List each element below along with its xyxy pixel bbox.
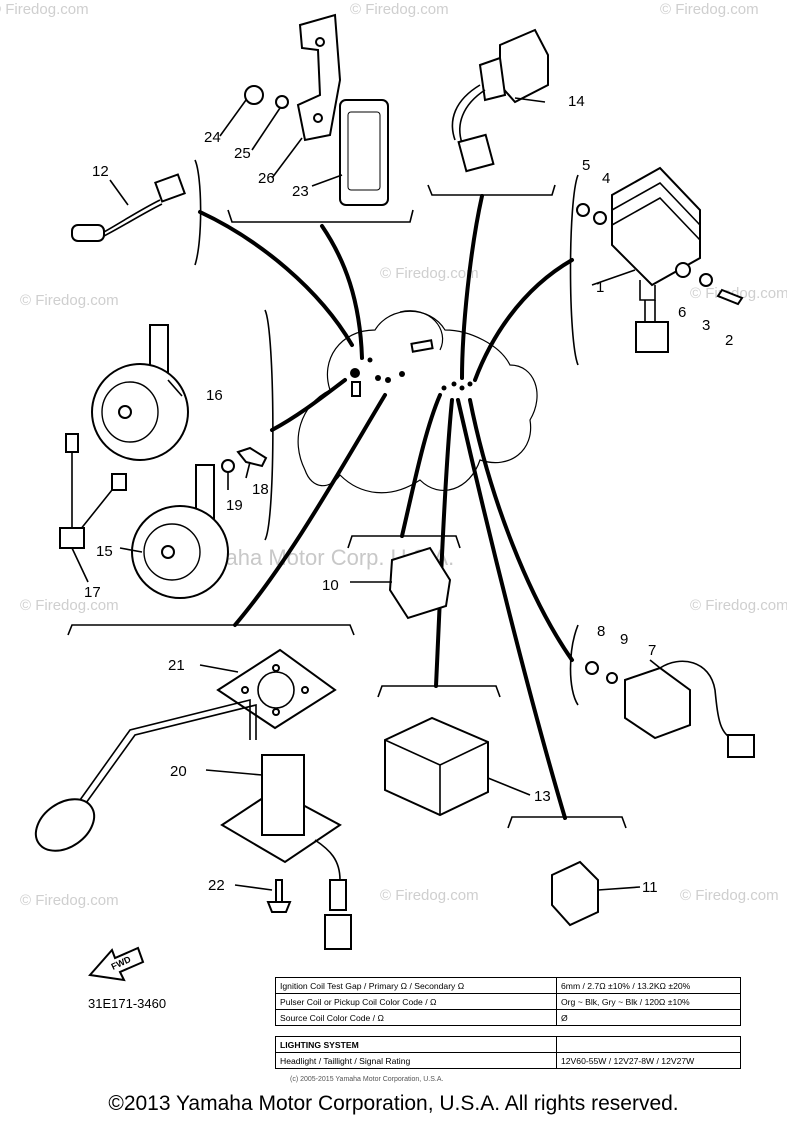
callout-14: 14 [568,93,585,110]
callout-3: 3 [702,317,710,334]
callout-4: 4 [602,170,610,187]
part-1-regulator [576,166,744,353]
part-14-connector [451,28,549,173]
footer-copyright: ©2013 Yamaha Motor Corporation, U.S.A. A… [108,1092,679,1115]
spec-label: Headlight / Taillight / Signal Rating [275,1052,557,1069]
watermark: © Firedog.com [20,597,119,614]
spec-value: Ø [556,1009,741,1026]
callout-23: 23 [292,183,309,200]
fwd-arrow-icon: FWD [88,946,145,982]
callout-7: 7 [648,642,656,659]
part-7-starter-relay [585,660,755,758]
callout-25: 25 [234,145,251,162]
watermark: © Firedog.com [20,292,119,309]
callout-15: 15 [96,543,113,560]
watermark: © Firedog.com [20,892,119,909]
spec-section-header: LIGHTING SYSTEM [275,1036,741,1053]
callout-6: 6 [678,304,686,321]
callout-19: 19 [226,497,243,514]
watermark: © Firedog.com [660,1,759,18]
spec-row: Pulser Coil or Pickup Coil Color Code / … [275,993,741,1010]
callout-20: 20 [170,763,187,780]
part-21-gasket [216,648,337,730]
part-10-relay [388,546,452,620]
part-16-horn [91,324,189,461]
callout-24: 24 [204,129,221,146]
callout-13: 13 [534,788,551,805]
part-23-26-reflector-bracket [244,13,389,206]
watermark: © Firedog.com [380,265,479,282]
part-17-horn-lead [59,433,127,549]
callout-22: 22 [208,877,225,894]
callout-11: 11 [642,879,658,896]
callout-numbers: 1 2 3 4 5 6 7 8 9 10 11 12 13 14 15 16 1… [84,93,733,896]
spec-table: Ignition Coil Test Gap / Primary Ω / Sec… [275,977,741,1069]
spec-label: Source Coil Color Code / Ω [275,1009,557,1026]
diagram-code: 31E171-3460 [88,996,167,1011]
part-11-switch [551,860,599,927]
spec-label: Ignition Coil Test Gap / Primary Ω / Sec… [275,977,557,994]
callout-17: 17 [84,584,101,601]
part-18-19-bolt-washer [221,446,268,473]
watermark: © Firedog.com [680,887,779,904]
part-12-sensor [71,173,186,242]
callout-leaders [71,97,661,891]
callout-21: 21 [168,657,185,674]
frame-mount-points [350,339,473,397]
part-13-flasher [384,716,489,817]
spec-value: 12V60-55W / 12V27-8W / 12V27W [556,1052,741,1069]
part-15-horn [131,464,229,599]
spec-label: Pulser Coil or Pickup Coil Color Code / … [275,993,557,1010]
watermark: © Firedog.com [0,1,89,18]
connection-lines [198,194,574,820]
callout-5: 5 [582,157,590,174]
callout-10: 10 [322,577,339,594]
callout-2: 2 [725,332,733,349]
callout-18: 18 [252,481,269,498]
frame-outline [297,310,538,494]
watermark: © Firedog.com [690,285,787,302]
callout-9: 9 [620,631,628,648]
spec-value: 6mm / 2.7Ω ±10% / 13.2KΩ ±20% [556,977,741,994]
spec-row: Ignition Coil Test Gap / Primary Ω / Sec… [275,977,741,994]
watermark: © Firedog.com [380,887,479,904]
spec-gap [275,1025,741,1037]
group-brackets [67,159,627,829]
part-22-screw [266,879,292,913]
spec-header-label: LIGHTING SYSTEM [275,1036,557,1053]
spec-row: Headlight / Taillight / Signal Rating 12… [275,1052,741,1069]
callout-1: 1 [596,279,604,296]
watermarks: © Firedog.com © Firedog.com © Firedog.co… [0,1,787,909]
watermark: © Firedog.com [350,1,449,18]
callout-26: 26 [258,170,275,187]
watermark: © Firedog.com [690,597,787,614]
callout-8: 8 [597,623,605,640]
part-20-fuel-sender [34,698,352,950]
callout-12: 12 [92,163,109,180]
spec-row: Source Coil Color Code / Ω Ø [275,1009,741,1026]
spec-value: Org ~ Blk, Gry ~ Blk / 120Ω ±10% [556,993,741,1010]
callout-16: 16 [206,387,223,404]
small-copyright: (c) 2005-2015 Yamaha Motor Corporation, … [290,1076,444,1083]
